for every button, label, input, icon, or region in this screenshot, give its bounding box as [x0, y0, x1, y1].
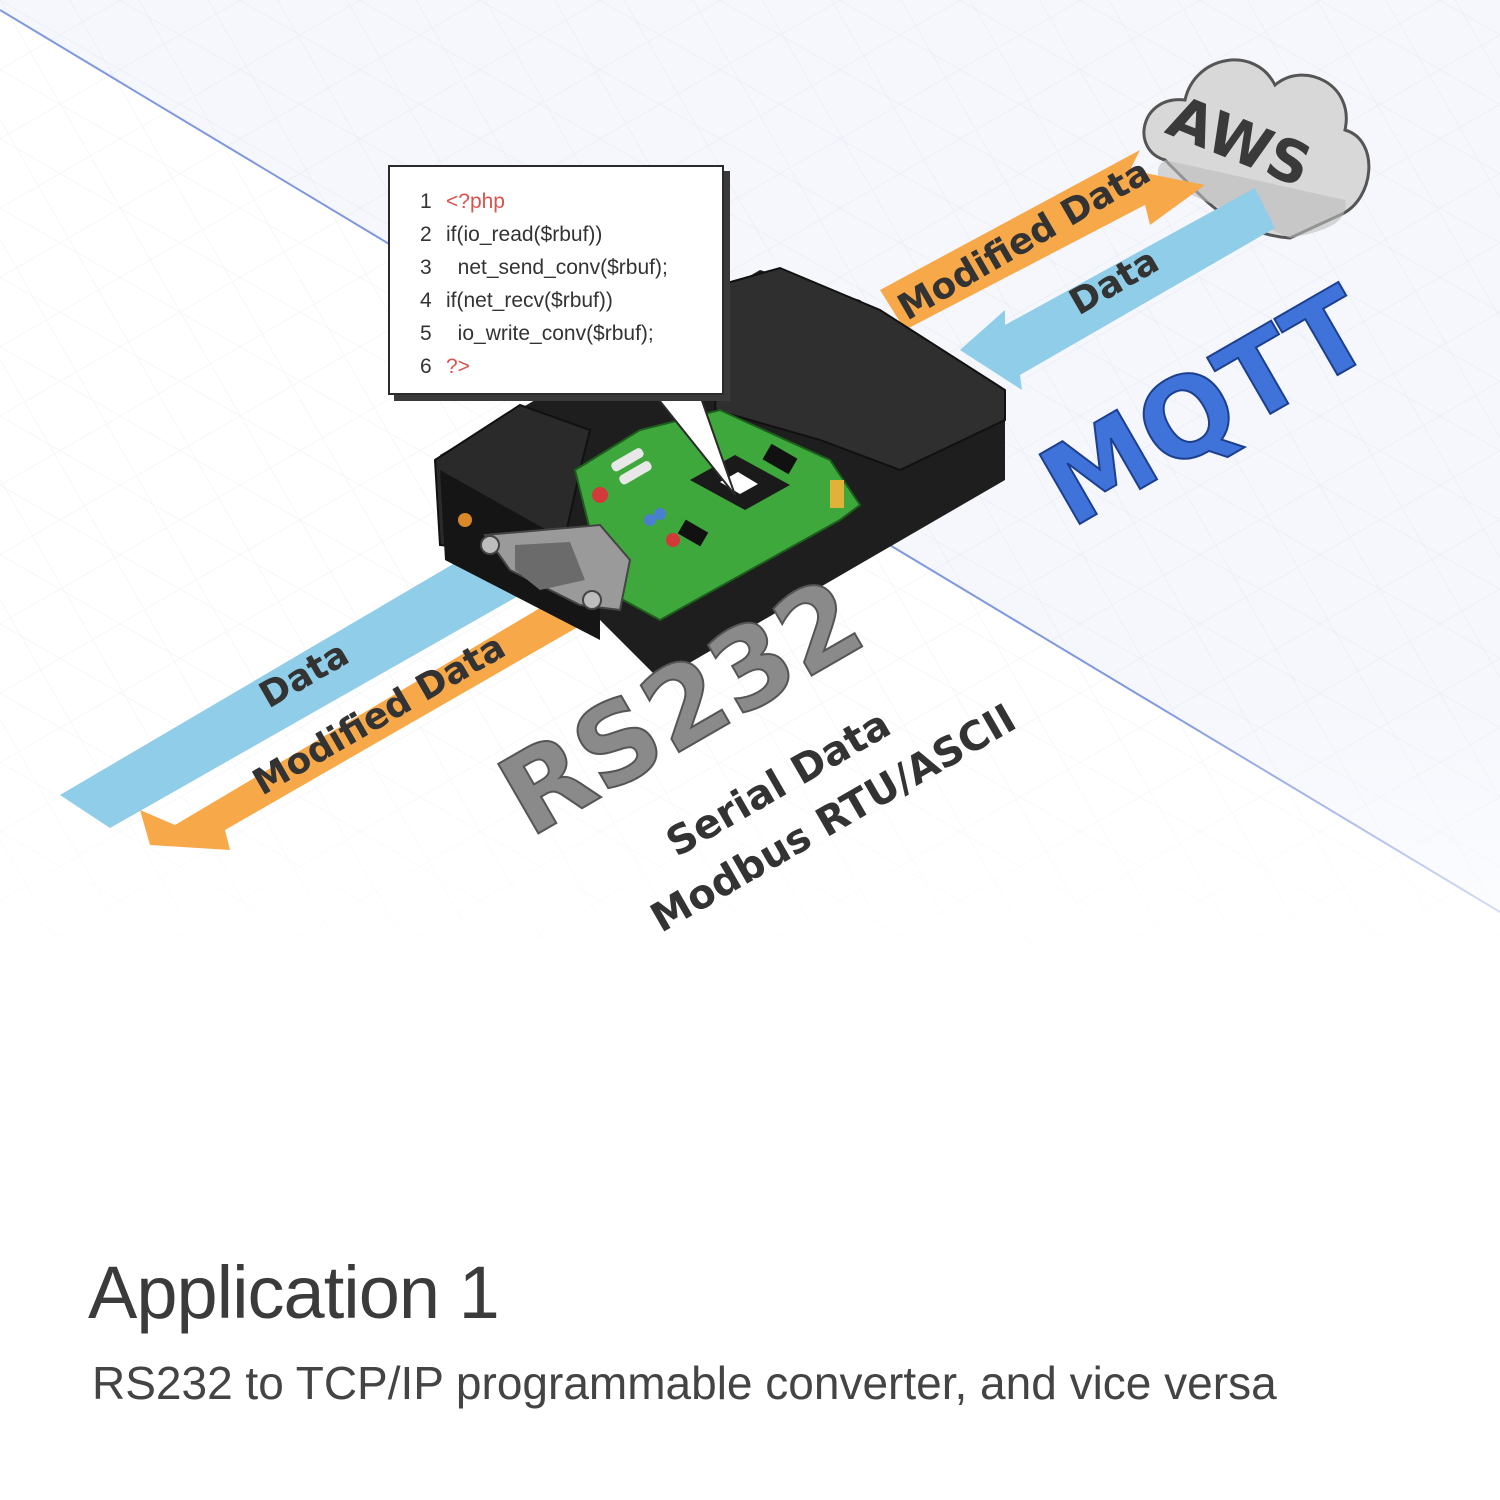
code-line: 1<?php [420, 190, 505, 213]
caption-title: Application 1 [88, 1251, 500, 1334]
code-line: 3 net_send_conv($rbuf); [420, 256, 668, 279]
caption-subtitle: RS232 to TCP/IP programmable converter, … [92, 1357, 1277, 1409]
cloud-icon: AWS [1142, 58, 1371, 240]
code-line: 5 io_write_conv($rbuf); [420, 322, 654, 345]
led-red [592, 487, 608, 503]
pin-header [830, 480, 844, 508]
converter-device [433, 266, 1006, 680]
code-line: 6?> [420, 355, 470, 378]
led-blue [644, 514, 656, 526]
code-bubble-tail [652, 394, 736, 496]
